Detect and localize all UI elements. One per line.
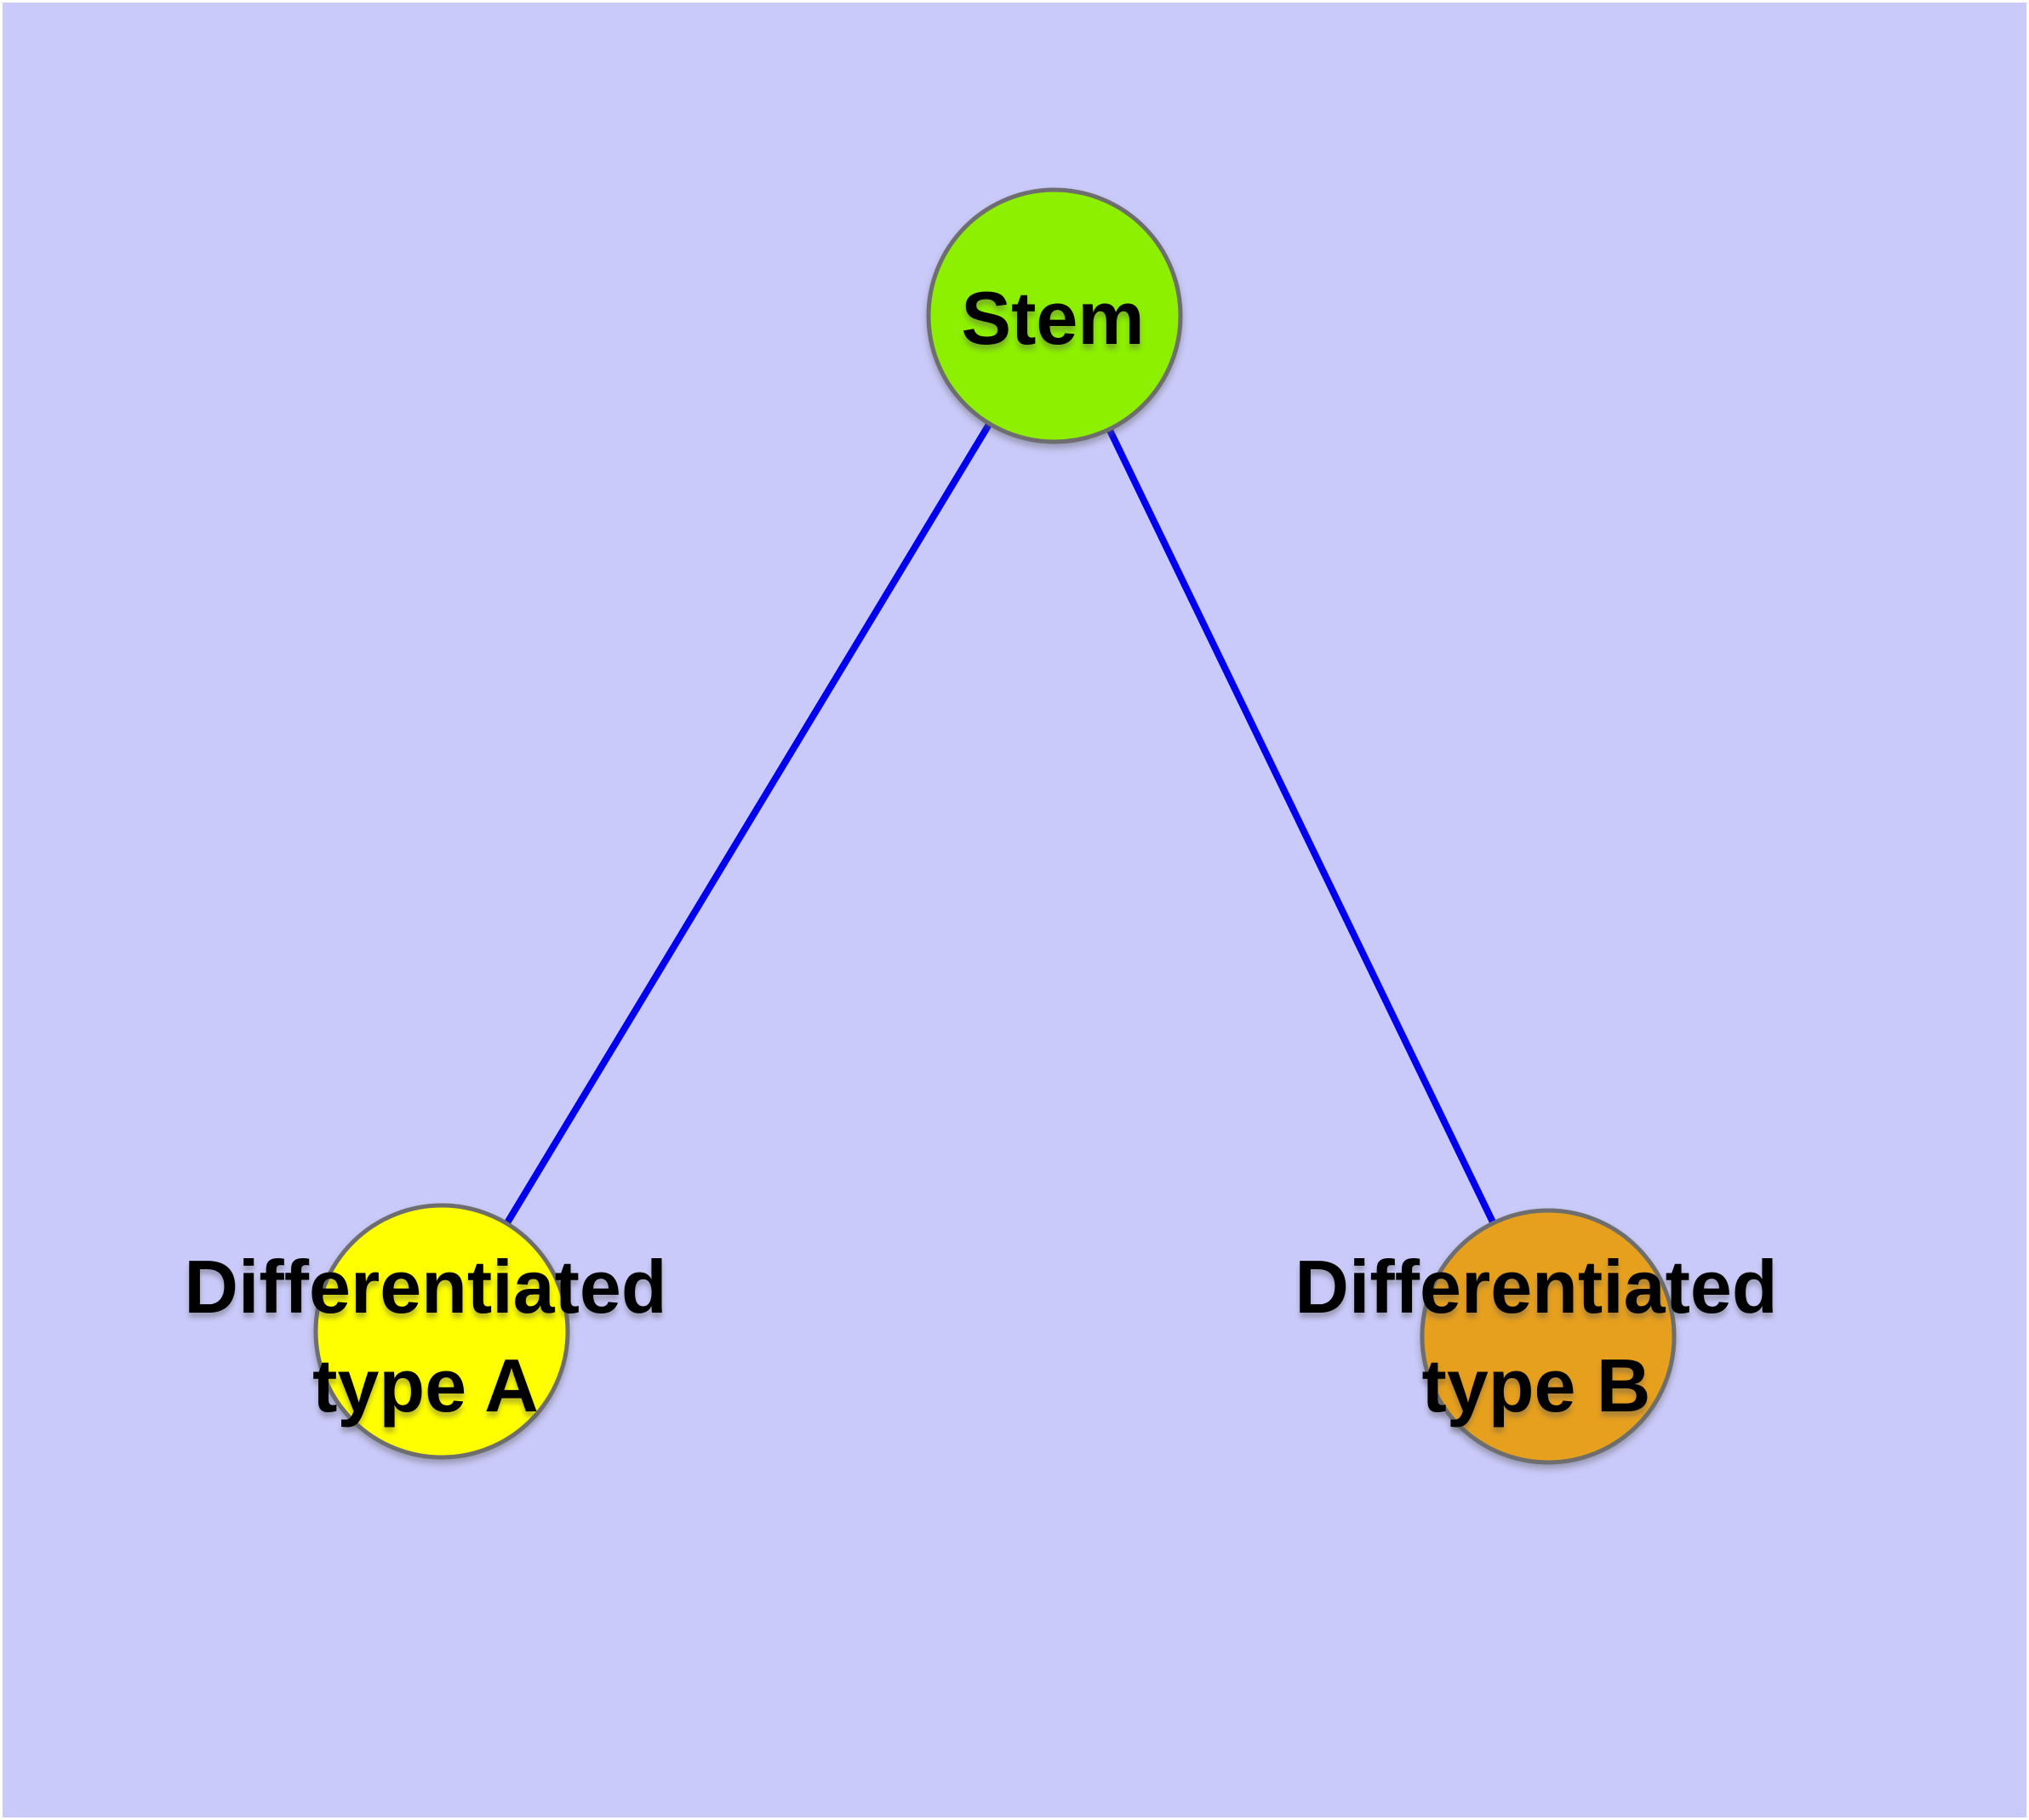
node-type-a-circle (313, 1203, 570, 1460)
node-type-b-label-line2: type B (1421, 1343, 1651, 1428)
node-stem-label: Stem (961, 276, 1145, 360)
node-stem-circle (926, 187, 1183, 444)
node-type-a-label-line2: type A (312, 1343, 539, 1428)
edge-stem-to-type-b (1051, 314, 1552, 1338)
node-type-b-circle (1420, 1208, 1677, 1465)
node-type-a-label-line1: Differentiated (184, 1245, 667, 1329)
node-type-b-label: Differentiated type B (1295, 1238, 1777, 1435)
edge-stem-to-type-a (438, 313, 1058, 1334)
node-type-b-label-line1: Differentiated (1295, 1245, 1778, 1329)
graph-plot (3, 3, 2026, 1817)
node-type-a-label: Differentiated type A (184, 1238, 666, 1435)
